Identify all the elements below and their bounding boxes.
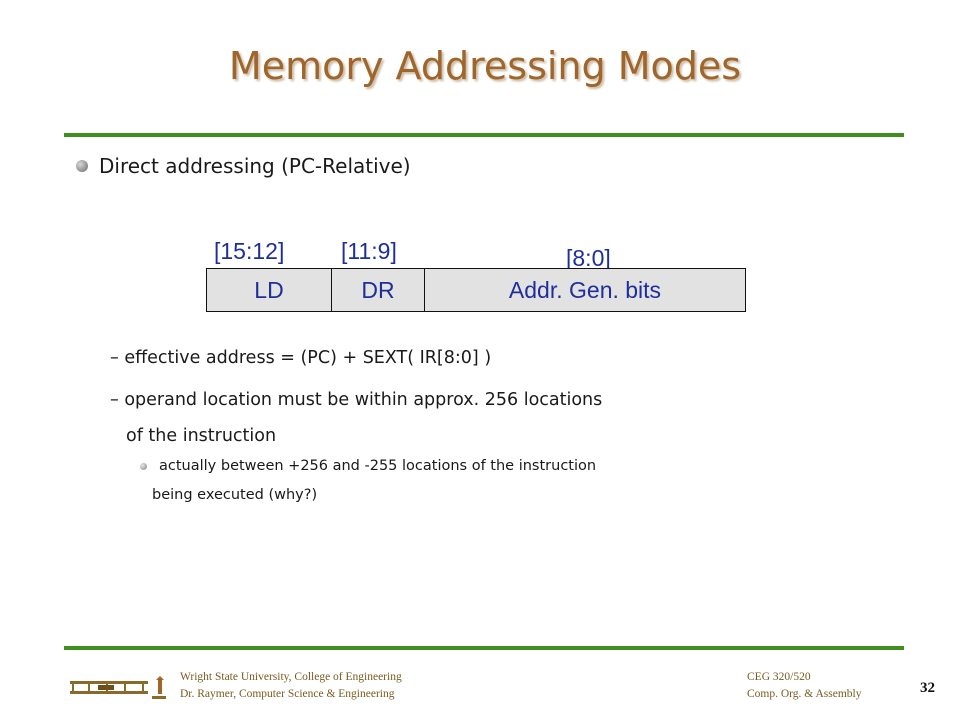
field-ld: LD	[254, 276, 284, 303]
subsub-text-continued: being executed (why?)	[152, 487, 318, 503]
footer-course: CEG 320/520	[747, 671, 811, 683]
footer-left: Wright State University, College of Engi…	[180, 669, 402, 703]
field-addr-gen-bits: Addr. Gen. bits	[424, 269, 745, 311]
subpoint-text: – effective address = (PC) + SEXT( IR[8:…	[110, 348, 492, 368]
subpoint-operand-location: – operand location must be within approx…	[110, 386, 602, 450]
top-divider	[64, 133, 904, 137]
bit-label-opcode: [15:12]	[214, 238, 285, 264]
bit-label-offset: [8:0]	[566, 245, 611, 271]
subpoint-text-continued: of the instruction	[126, 426, 277, 446]
bullet-direct-addressing: Direct addressing (PC-Relative)	[76, 154, 411, 178]
footer-right: CEG 320/520 Comp. Org. & Assembly	[747, 669, 861, 703]
subsub-text: actually between +256 and -255 locations…	[159, 458, 597, 474]
bullet-dot-icon	[76, 160, 88, 172]
bottom-divider	[64, 646, 904, 650]
bullet-dot-icon	[140, 462, 147, 470]
field-dr: DR	[331, 269, 424, 311]
wright-flyer-logo-icon	[70, 676, 166, 699]
subpoint-text: – operand location must be within approx…	[110, 390, 603, 410]
subsub-point: actually between +256 and -255 locations…	[140, 455, 596, 507]
bullet-text: Direct addressing (PC-Relative)	[99, 154, 411, 178]
bit-label-dr: [11:9]	[341, 238, 397, 264]
footer-course-name: Comp. Org. & Assembly	[747, 688, 862, 700]
page-number: 32	[920, 680, 935, 696]
instruction-format-diagram: LD DR Addr. Gen. bits	[206, 268, 746, 312]
footer-author: Dr. Raymer, Computer Science & Engineeri…	[180, 688, 395, 700]
slide-title: Memory Addressing Modes	[228, 44, 742, 88]
footer-university: Wright State University, College of Engi…	[180, 671, 402, 683]
subpoint-effective-address: – effective address = (PC) + SEXT( IR[8:…	[110, 344, 491, 372]
